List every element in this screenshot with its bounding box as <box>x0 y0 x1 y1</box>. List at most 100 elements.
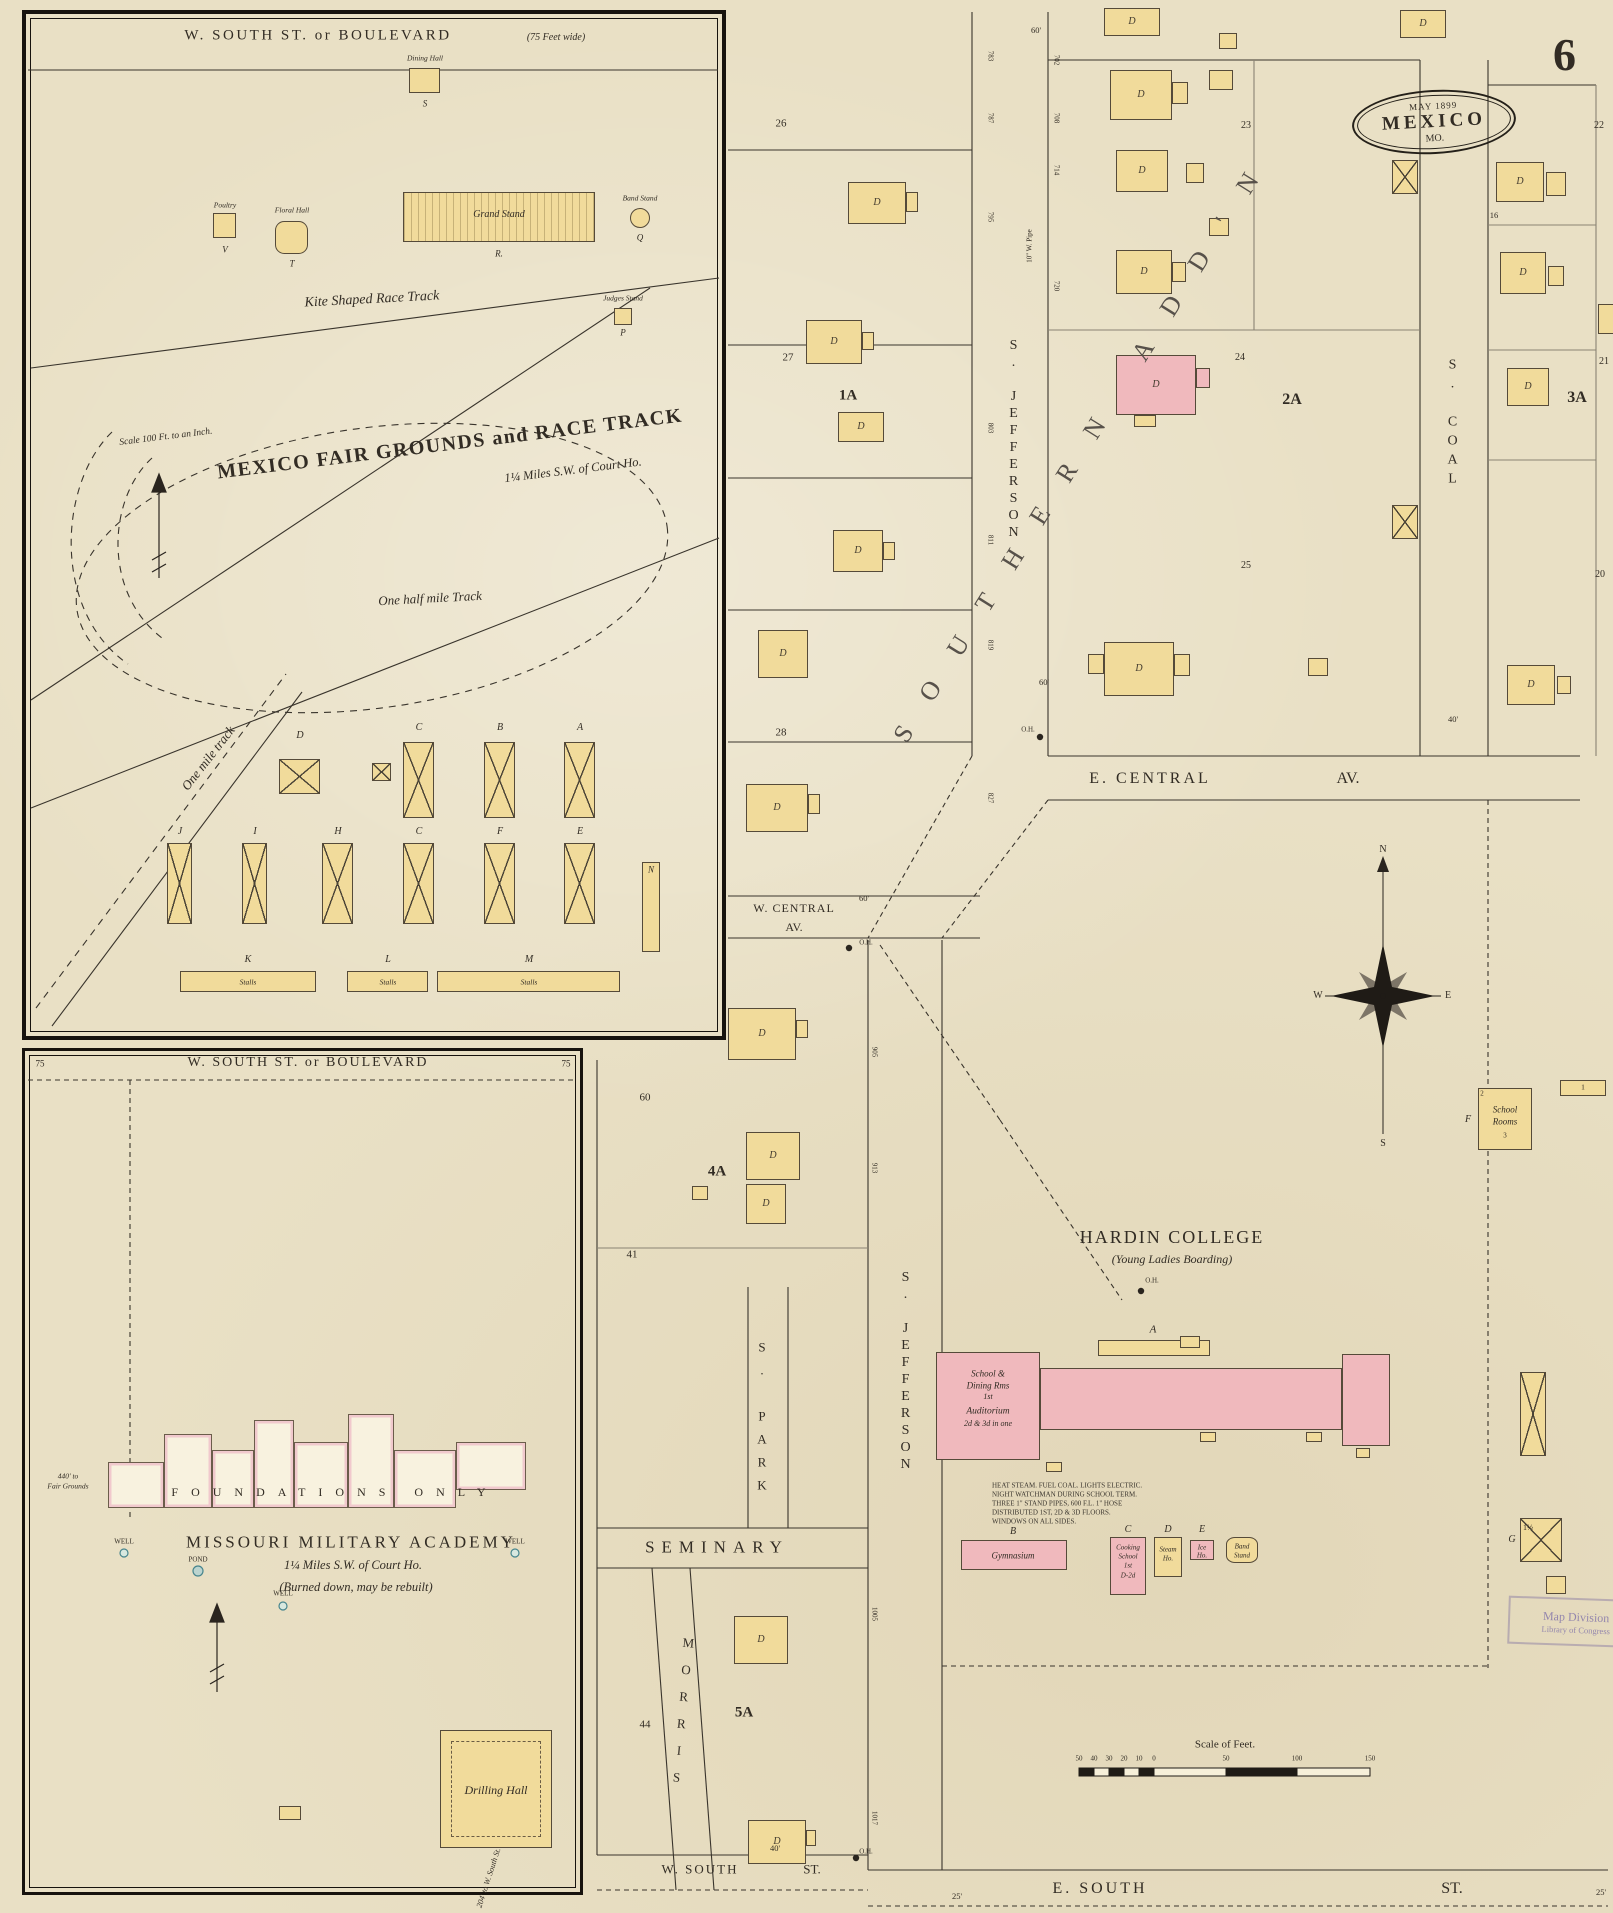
building <box>403 192 595 242</box>
map-label: HEAT STEAM. FUEL COAL. LIGHTS ELECTRIC. <box>992 1481 1143 1490</box>
foundation-outline <box>108 1462 164 1508</box>
map-label: FOUNDATIONS ONLY <box>171 1485 499 1499</box>
building-letter: D <box>1137 89 1145 100</box>
map-label: 913 <box>870 1162 879 1174</box>
building <box>642 862 660 952</box>
building <box>213 213 236 238</box>
map-label: Stalls <box>239 977 257 987</box>
building <box>1308 658 1328 676</box>
building: D <box>1116 250 1172 294</box>
map-label: W. SOUTH <box>661 1861 739 1877</box>
map-line <box>689 1567 715 1891</box>
map-label: Cooking <box>1116 1543 1140 1552</box>
map-label: Ho. <box>1196 1551 1208 1560</box>
building <box>564 843 595 924</box>
map-label: 1st <box>983 1392 993 1401</box>
building: D <box>1500 252 1546 294</box>
map-label: O.H. <box>1145 1276 1159 1285</box>
building <box>883 542 895 560</box>
map-label: D <box>296 730 304 741</box>
building <box>1226 1537 1258 1563</box>
map-label: 150 <box>1364 1754 1376 1763</box>
building <box>906 192 918 212</box>
map-label: 75 <box>35 1058 45 1069</box>
building <box>1598 304 1613 334</box>
map-label: 1½ <box>1523 1523 1533 1532</box>
map-label: ST. <box>803 1861 821 1877</box>
map-label: C <box>415 722 423 733</box>
map-label: 1 <box>1581 1082 1585 1092</box>
building <box>862 332 874 350</box>
map-line <box>651 1567 677 1891</box>
map-label: NIGHT WATCHMAN DURING SCHOOL TERM. <box>992 1490 1137 1499</box>
building-letter: D <box>779 648 787 659</box>
map-label: 40 <box>1090 1754 1098 1763</box>
building <box>1342 1354 1390 1446</box>
building: D <box>748 1820 806 1864</box>
building <box>1546 1576 1566 1594</box>
building: D <box>734 1616 788 1664</box>
map-label: 26 <box>775 117 787 130</box>
building: D <box>848 182 906 224</box>
map-label: G <box>1508 1534 1516 1545</box>
building: D <box>833 530 883 572</box>
map-label: 50 <box>1222 1754 1230 1763</box>
hydrant-dot <box>845 944 853 952</box>
building <box>1190 1540 1214 1560</box>
building <box>180 971 316 992</box>
building <box>1209 70 1233 90</box>
foundation-outline <box>254 1420 294 1508</box>
hydrant-dot <box>1036 733 1044 741</box>
building <box>796 1020 808 1038</box>
building <box>936 1352 1040 1460</box>
building <box>322 843 353 924</box>
map-label: 5A <box>734 1704 754 1721</box>
building <box>808 794 820 814</box>
map-label: T <box>289 258 295 269</box>
loc-stamp-line2: Library of Congress <box>1541 1623 1611 1636</box>
foundation-outline <box>212 1450 254 1508</box>
map-label: M <box>524 954 534 965</box>
map-label: 811 <box>986 534 995 546</box>
building: D <box>746 1132 800 1180</box>
building: D <box>746 1184 786 1224</box>
building <box>1478 1088 1532 1150</box>
foundation-outline <box>348 1414 394 1508</box>
map-label: O.H. <box>859 938 873 947</box>
map-label: S <box>422 98 428 109</box>
map-label: J <box>177 826 183 837</box>
map-label: 1¼ Miles S.W. of Court Ho. <box>503 454 643 486</box>
building <box>403 742 434 818</box>
building-letter: D <box>1519 267 1527 278</box>
building-letter: D <box>1524 381 1532 392</box>
map-label: H <box>334 826 342 837</box>
building <box>1172 262 1186 282</box>
map-label: F <box>1464 1114 1472 1125</box>
map-label: Poultry <box>213 200 237 210</box>
building <box>630 208 650 228</box>
map-label: A <box>576 722 584 733</box>
map-label: Scale 100 Ft. to an Inch. <box>118 426 214 448</box>
map-label: Q <box>636 232 644 243</box>
building-letter: D <box>1135 663 1143 674</box>
map-label: Judges Stand <box>603 293 643 303</box>
building <box>1520 1518 1562 1562</box>
building <box>1196 368 1210 388</box>
building <box>1200 1432 1216 1442</box>
map-label: 100 <box>1291 1754 1303 1763</box>
north-arrow-icon <box>151 472 167 578</box>
hydrant-dot <box>1137 1287 1145 1295</box>
map-label: 44 <box>639 1718 651 1731</box>
map-label: 50 <box>1075 1754 1083 1763</box>
building-letter: D <box>854 545 862 556</box>
building <box>564 742 595 818</box>
race-track <box>30 277 720 1027</box>
map-label: School <box>1118 1552 1138 1561</box>
map-label: Stalls <box>520 977 538 987</box>
fairgrounds-panel <box>22 10 726 1040</box>
map-label: O.H. <box>1021 725 1035 734</box>
building <box>1110 1537 1146 1595</box>
map-label: Ho. <box>1162 1554 1174 1563</box>
map-label: Stand <box>1234 1551 1250 1560</box>
